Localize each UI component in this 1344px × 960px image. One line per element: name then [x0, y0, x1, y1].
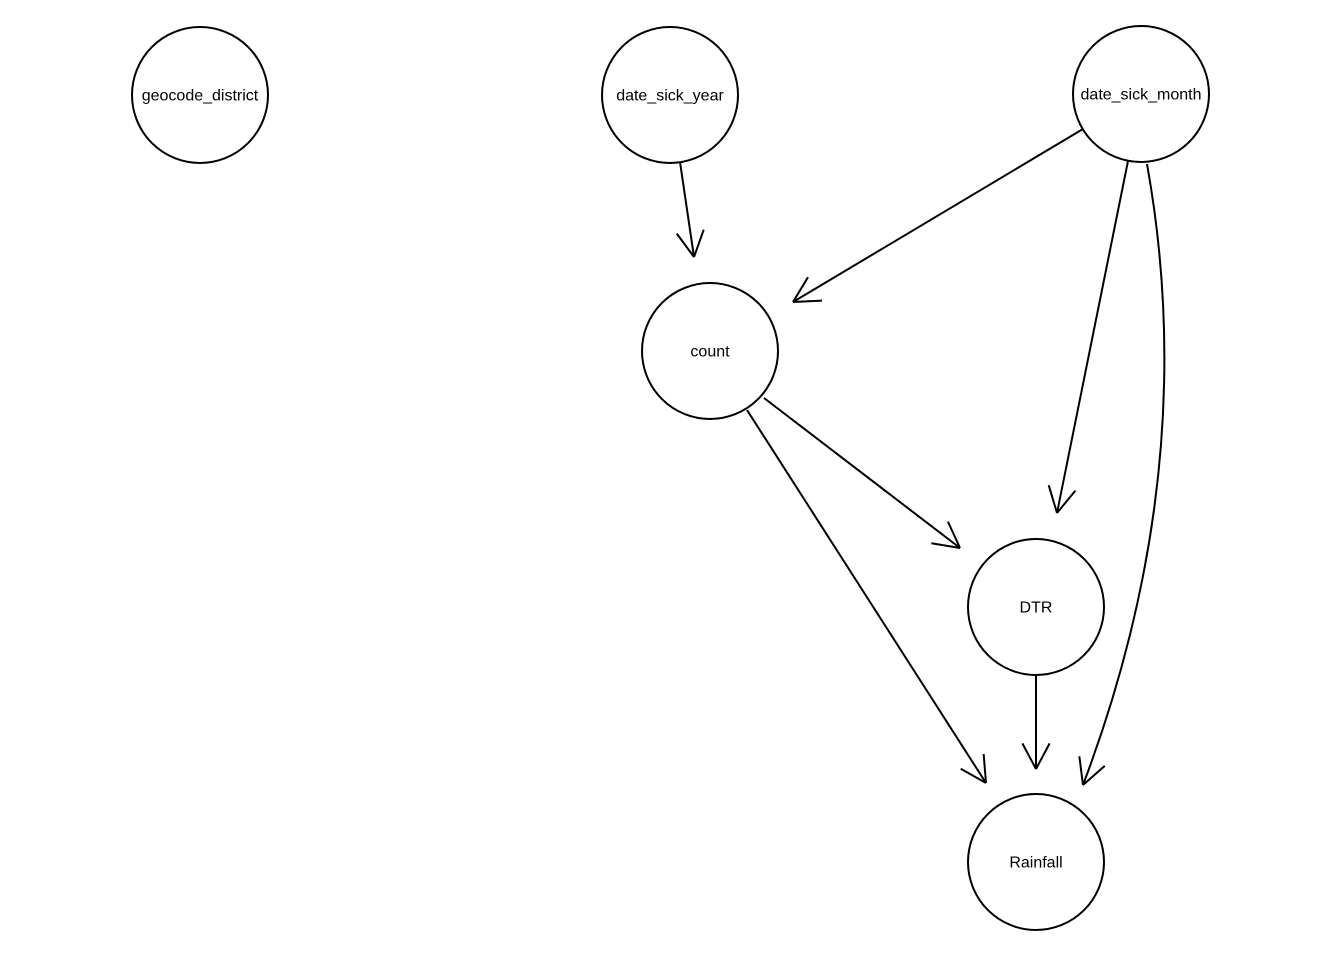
node-date_sick_month: date_sick_month [1072, 25, 1210, 163]
edge-DTR-to-Rainfall [1021, 676, 1051, 770]
node-label: Rainfall [1009, 855, 1062, 872]
node-label: geocode_district [142, 88, 259, 105]
edge-shaft [746, 409, 987, 784]
node-Rainfall: Rainfall [967, 793, 1105, 931]
node-DTR: DTR [967, 538, 1105, 676]
node-circle [967, 793, 1105, 931]
node-count: count [641, 282, 779, 420]
edge-date_sick_year-to-count [675, 161, 705, 258]
node-circle [131, 26, 269, 164]
edge-shaft [792, 128, 1084, 303]
arrowhead-barb [693, 229, 705, 258]
edge-shaft [1056, 160, 1129, 514]
node-label: DTR [1020, 600, 1053, 617]
node-label: date_sick_year [616, 88, 724, 105]
edge-shaft [763, 397, 961, 549]
arrowhead-barb [982, 754, 987, 784]
node-circle [1072, 25, 1210, 163]
node-circle [967, 538, 1105, 676]
arrowhead-barb [947, 521, 961, 549]
arrowhead-barb [1078, 756, 1084, 786]
arrowhead-barb [792, 299, 823, 303]
node-date_sick_year: date_sick_year [601, 26, 739, 164]
edge-shaft [1082, 163, 1166, 786]
node-label: count [690, 344, 730, 361]
arrowhead-barb [1035, 742, 1051, 770]
arrowhead-barb [675, 233, 695, 258]
arrowhead-barb [1082, 765, 1106, 786]
arrowhead-barb [792, 276, 809, 303]
node-geocode_district: geocode_district [131, 26, 269, 164]
arrowhead-barb [1021, 742, 1037, 770]
node-circle [641, 282, 779, 420]
edge-date_sick_month-to-count [792, 128, 1084, 303]
edge-count-to-Rainfall [746, 409, 987, 784]
edge-shaft [679, 161, 695, 258]
node-circle [601, 26, 739, 164]
arrowhead-barb [960, 767, 987, 784]
edge-date_sick_month-to-DTR [1047, 160, 1129, 514]
edge-count-to-DTR [763, 397, 961, 549]
arrowhead-barb [1047, 484, 1058, 514]
node-label: date_sick_month [1081, 87, 1202, 104]
edge-date_sick_month-to-Rainfall [1078, 163, 1166, 786]
arrowhead-barb [931, 542, 961, 549]
arrowhead-barb [1056, 489, 1077, 514]
